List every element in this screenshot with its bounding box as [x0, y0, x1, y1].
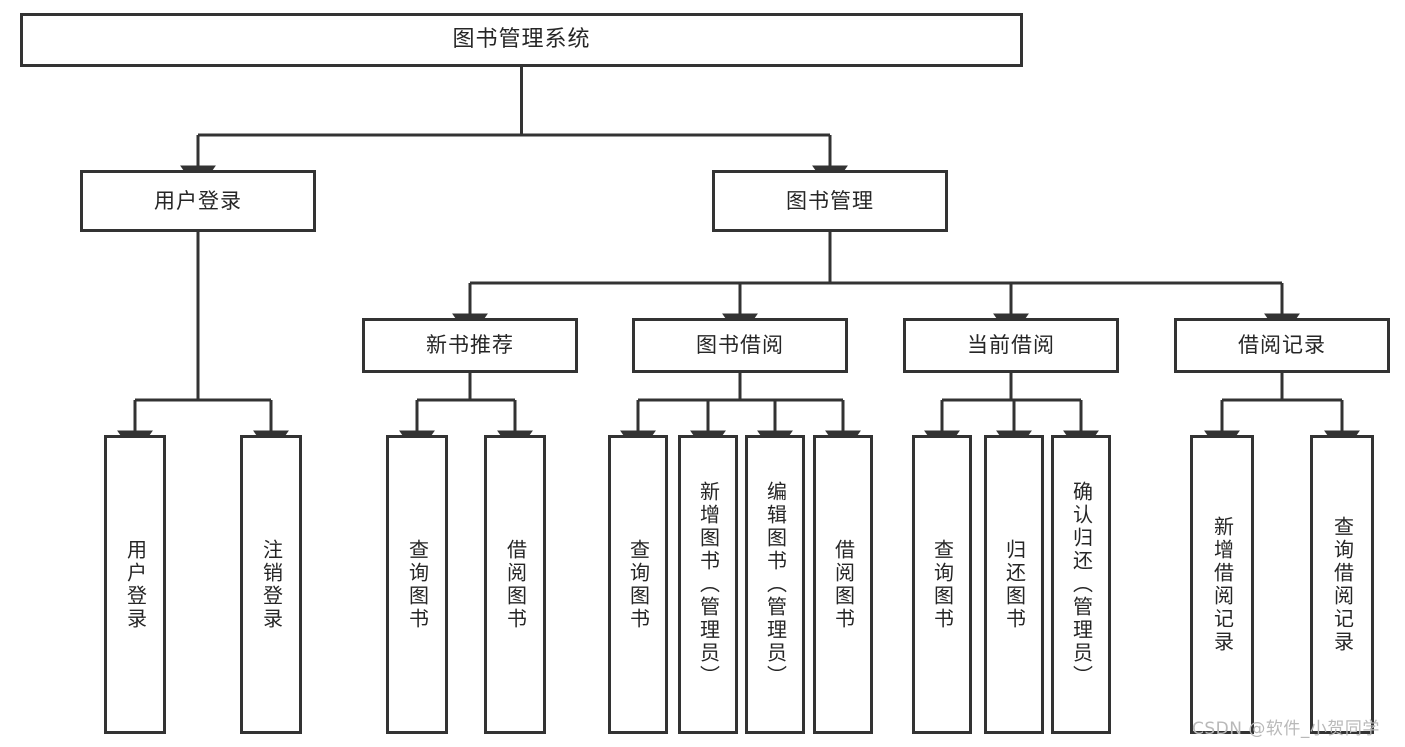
node-leaf-user-logout[interactable]: 注销登录 — [240, 435, 302, 734]
node-label: 新书推荐 — [426, 333, 514, 358]
node-label: 图书管理系统 — [452, 27, 591, 53]
edge-group — [117, 67, 1360, 456]
node-leaf-query-book-3[interactable]: 查询图书 — [912, 435, 972, 734]
node-label: 查询图书 — [405, 538, 430, 631]
node-leaf-query-book-2[interactable]: 查询图书 — [608, 435, 668, 734]
node-leaf-edit-book[interactable]: 编辑图书（管理员） — [745, 435, 805, 734]
node-label: 确认归还（管理员） — [1069, 481, 1094, 688]
node-label: 图书管理 — [786, 188, 874, 213]
node-label: 借阅图书 — [831, 538, 856, 631]
node-leaf-borrow-book-1[interactable]: 借阅图书 — [484, 435, 546, 734]
node-leaf-confirm-return[interactable]: 确认归还（管理员） — [1051, 435, 1111, 734]
node-leaf-query-book-1[interactable]: 查询图书 — [386, 435, 448, 734]
node-label: 新增图书（管理员） — [696, 481, 721, 688]
node-label: 当前借阅 — [967, 333, 1055, 358]
node-leaf-add-record[interactable]: 新增借阅记录 — [1190, 435, 1254, 734]
node-label: 注销登录 — [259, 538, 284, 631]
node-label: 用户登录 — [154, 188, 242, 213]
node-label: 图书借阅 — [696, 333, 784, 358]
node-user-login[interactable]: 用户登录 — [80, 170, 316, 232]
node-borrow-record[interactable]: 借阅记录 — [1174, 318, 1390, 373]
node-book-borrow[interactable]: 图书借阅 — [632, 318, 848, 373]
node-label: 查询图书 — [626, 538, 651, 631]
node-label: 编辑图书（管理员） — [763, 481, 788, 688]
node-leaf-return-book[interactable]: 归还图书 — [984, 435, 1044, 734]
node-leaf-user-login[interactable]: 用户登录 — [104, 435, 166, 734]
node-label: 查询图书 — [930, 538, 955, 631]
node-label: 借阅记录 — [1238, 333, 1326, 358]
node-root[interactable]: 图书管理系统 — [20, 13, 1023, 67]
node-leaf-borrow-book-2[interactable]: 借阅图书 — [813, 435, 873, 734]
node-label: 查询借阅记录 — [1330, 515, 1355, 654]
node-label: 借阅图书 — [503, 538, 528, 631]
node-current-borrow[interactable]: 当前借阅 — [903, 318, 1119, 373]
csdn-watermark: CSDN @软件_小贺同学 — [1192, 719, 1380, 739]
node-new-book-rec[interactable]: 新书推荐 — [362, 318, 578, 373]
node-leaf-add-book[interactable]: 新增图书（管理员） — [678, 435, 738, 734]
node-book-admin[interactable]: 图书管理 — [712, 170, 948, 232]
node-label: 归还图书 — [1002, 538, 1027, 631]
node-label: 新增借阅记录 — [1210, 515, 1235, 654]
node-leaf-query-record[interactable]: 查询借阅记录 — [1310, 435, 1374, 734]
node-label: 用户登录 — [123, 538, 148, 631]
